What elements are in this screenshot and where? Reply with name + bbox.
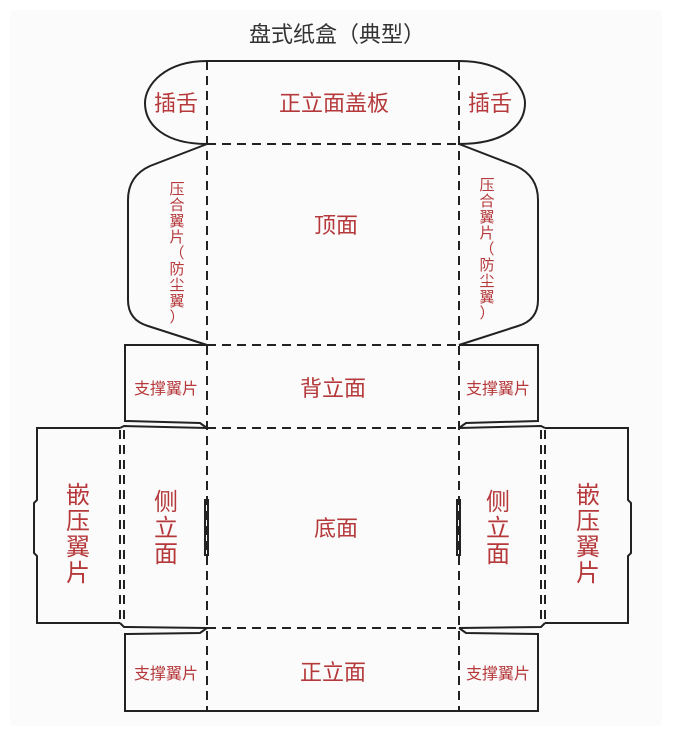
fold-lines [119, 61, 546, 711]
vertical-label-char: 翼 [576, 533, 600, 561]
vertical-label-char: 尘 [479, 272, 494, 290]
background [10, 10, 662, 726]
vertical-label-char: ） [479, 304, 494, 322]
vertical-label-char: 压 [66, 507, 90, 535]
vertical-label-char: 侧 [486, 488, 510, 516]
vertical-label-char: 立 [486, 514, 510, 542]
vertical-label-char: 片 [479, 224, 494, 242]
side-right-label: 侧立面 [486, 488, 510, 568]
vertical-label-char: 面 [154, 540, 178, 568]
vertical-label-char: 片 [66, 559, 90, 587]
vertical-label-char: 压 [479, 176, 494, 194]
vertical-label-char: 翼 [169, 212, 184, 230]
top-label: 顶面 [314, 214, 358, 239]
vertical-label-char: （ [169, 244, 184, 262]
vertical-label-char: 翼 [479, 288, 494, 306]
vertical-label-char: 合 [169, 196, 184, 214]
front-label: 正立面 [300, 661, 366, 686]
vertical-label-char: 压 [169, 180, 184, 198]
vertical-label-char: 翼 [169, 292, 184, 310]
vertical-label-char: 翼 [479, 208, 494, 226]
vertical-label-char: 翼 [66, 533, 90, 561]
vertical-label-char: 尘 [169, 276, 184, 294]
vertical-label-char: 面 [486, 540, 510, 568]
diagram-title: 盘式纸盒（典型） [249, 23, 425, 48]
vertical-label-char: 侧 [154, 488, 178, 516]
tuck-right-label: 插舌 [468, 92, 512, 117]
vertical-label-char: 压 [576, 507, 600, 535]
vertical-label-char: 片 [576, 559, 600, 587]
support-flap-front-left-label: 支撑翼片 [134, 664, 198, 683]
front-lid-label: 正立面盖板 [279, 92, 389, 117]
support-flap-back-right-label: 支撑翼片 [466, 379, 530, 398]
back-label: 背立面 [300, 377, 366, 402]
support-flap-front-right-label: 支撑翼片 [466, 664, 530, 683]
vertical-label-char: 立 [154, 514, 178, 542]
vertical-label-char: （ [479, 240, 494, 258]
support-flap-back-left-label: 支撑翼片 [134, 379, 198, 398]
side-left-label: 侧立面 [154, 488, 178, 568]
vertical-label-char: 片 [169, 228, 184, 246]
vertical-label-char: 嵌 [66, 481, 90, 509]
vertical-label-char: 嵌 [576, 481, 600, 509]
vertical-label-char: ） [169, 308, 184, 326]
vertical-label-char: 合 [479, 192, 494, 210]
tuck-left-label: 插舌 [154, 92, 198, 117]
bottom-label: 底面 [314, 517, 358, 542]
vertical-label-char: 防 [169, 260, 184, 278]
vertical-label-char: 防 [479, 256, 494, 274]
